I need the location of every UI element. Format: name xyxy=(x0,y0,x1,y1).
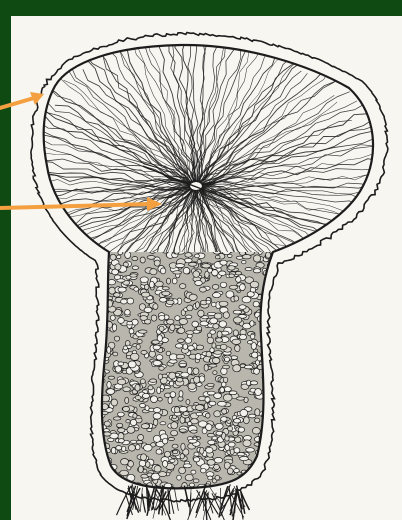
gleba-cellular-texture xyxy=(98,246,286,496)
base-fibers xyxy=(117,484,250,520)
illustration-panel xyxy=(11,16,402,520)
specimen-illustration xyxy=(11,16,402,520)
